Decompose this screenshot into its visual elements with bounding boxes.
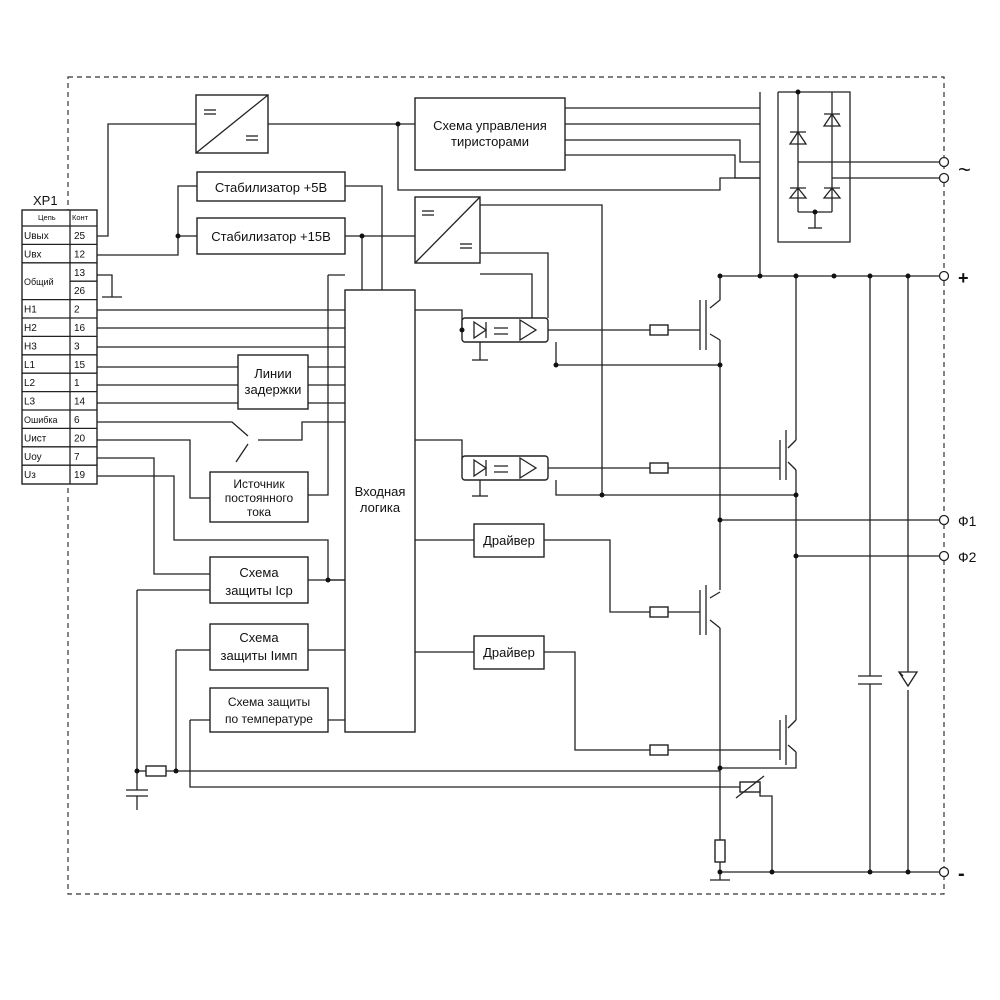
shunt-resistor <box>715 840 725 862</box>
current-source-block: Источник постоянного тока <box>210 472 308 522</box>
prot-imp-line1: Схема <box>239 630 279 645</box>
connector-contact-label: 12 <box>74 249 86 260</box>
connector-xp1: XP1 Цепь Конт Uвых25Uвх12Общий1326H12H21… <box>22 193 97 484</box>
current-source-line1: Источник <box>233 477 285 491</box>
connector-circuit-label: H2 <box>24 323 37 334</box>
connector-contact-label: 13 <box>74 268 86 279</box>
connector-contact-label: 20 <box>74 433 86 444</box>
prot-cp-line1: Схема <box>239 565 279 580</box>
prot-imp-line2: защиты Iимп <box>221 648 298 663</box>
sense-resistor <box>146 766 166 776</box>
ac-terminal-1 <box>940 158 949 167</box>
gate-resistor-4 <box>650 745 668 755</box>
connector-circuit-label: L1 <box>24 360 36 371</box>
f1-terminal <box>940 516 949 525</box>
connector-circuit-label: L2 <box>24 378 36 389</box>
protection-icp-block: Схема защиты Iср <box>210 557 308 603</box>
driver-2-block: Драйвер <box>474 636 544 669</box>
col-contact: Конт <box>72 213 89 222</box>
connector-circuit-label: H3 <box>24 341 37 352</box>
optocoupler-2 <box>462 456 548 480</box>
igbt-symbols <box>706 300 786 765</box>
delay-line2: задержки <box>245 382 302 397</box>
logic-line2: логика <box>360 500 401 515</box>
connector-contact-label: 2 <box>74 305 80 316</box>
zener-diode <box>899 672 917 686</box>
connector-circuit-label: L3 <box>24 397 36 408</box>
dc-converter-2 <box>415 197 480 263</box>
gate-resistor-3 <box>650 607 668 617</box>
f2-terminal <box>940 552 949 561</box>
plus-label: + <box>958 268 969 288</box>
prot-cp-line2: защиты Iср <box>225 583 292 598</box>
thyristor-control-line2: тиристорами <box>451 134 529 149</box>
dc-converter-1 <box>196 95 268 153</box>
connector-contact-label: 3 <box>74 341 80 352</box>
protection-iimp-block: Схема защиты Iимп <box>210 624 308 670</box>
connector-contact-label: 19 <box>74 470 86 481</box>
optocoupler-1 <box>462 318 548 342</box>
gate-resistor-1 <box>650 325 668 335</box>
thyristor-control-line1: Схема управления <box>433 118 547 133</box>
connector-contact-label: 14 <box>74 397 86 408</box>
input-logic-block: Входная логика <box>345 290 415 732</box>
connector-circuit-label: Общий <box>24 277 54 287</box>
prot-temp-line2: по температуре <box>225 712 313 726</box>
f1-label: Ф1 <box>958 513 977 529</box>
connector-contact-label: 26 <box>74 286 86 297</box>
connector-contact-label: 7 <box>74 452 80 463</box>
minus-label: - <box>958 863 965 885</box>
connector-circuit-label: H1 <box>24 305 37 316</box>
connector-name: XP1 <box>33 193 58 208</box>
plus-terminal <box>940 272 949 281</box>
connector-circuit-label: Uвх <box>24 249 42 260</box>
current-source-line2: постоянного <box>225 491 294 505</box>
connector-circuit-label: Uист <box>24 433 47 444</box>
connector-circuit-label: Uоу <box>24 452 42 463</box>
stab15-label: Стабилизатор +15В <box>211 229 331 244</box>
driver-1-block: Драйвер <box>474 524 544 557</box>
connector-circuit-label: Uвых <box>24 231 49 242</box>
terminals: ~ + Ф1 Ф2 - <box>940 157 977 885</box>
connector-contact-label: 16 <box>74 323 86 334</box>
col-circuit: Цепь <box>38 213 56 222</box>
delay-lines-block: Линии задержки <box>238 355 308 409</box>
connector-contact-label: 25 <box>74 231 86 242</box>
logic-line1: Входная <box>355 484 406 499</box>
connector-contact-label: 15 <box>74 360 86 371</box>
connector-circuit-label: Ошибка <box>24 415 58 425</box>
delay-line1: Линии <box>254 366 292 381</box>
stabilizer-15v: Стабилизатор +15В <box>197 218 345 254</box>
driver2-label: Драйвер <box>483 645 535 660</box>
stab5-label: Стабилизатор +5В <box>215 180 327 195</box>
prot-temp-line1: Схема защиты <box>228 695 310 709</box>
thyristor-control-block: Схема управления тиристорами <box>415 98 565 170</box>
ac-label: ~ <box>958 157 971 182</box>
connector-contact-label: 1 <box>74 378 80 389</box>
current-source-line3: тока <box>247 505 272 519</box>
ac-terminal-2 <box>940 174 949 183</box>
connector-circuit-label: Uз <box>24 470 36 481</box>
stabilizer-5v: Стабилизатор +5В <box>197 172 345 201</box>
driver1-label: Драйвер <box>483 533 535 548</box>
minus-terminal <box>940 868 949 877</box>
protection-temp-block: Схема защиты по температуре <box>210 688 328 732</box>
connector-contact-label: 6 <box>74 415 80 426</box>
gate-resistor-2 <box>650 463 668 473</box>
f2-label: Ф2 <box>958 549 977 565</box>
